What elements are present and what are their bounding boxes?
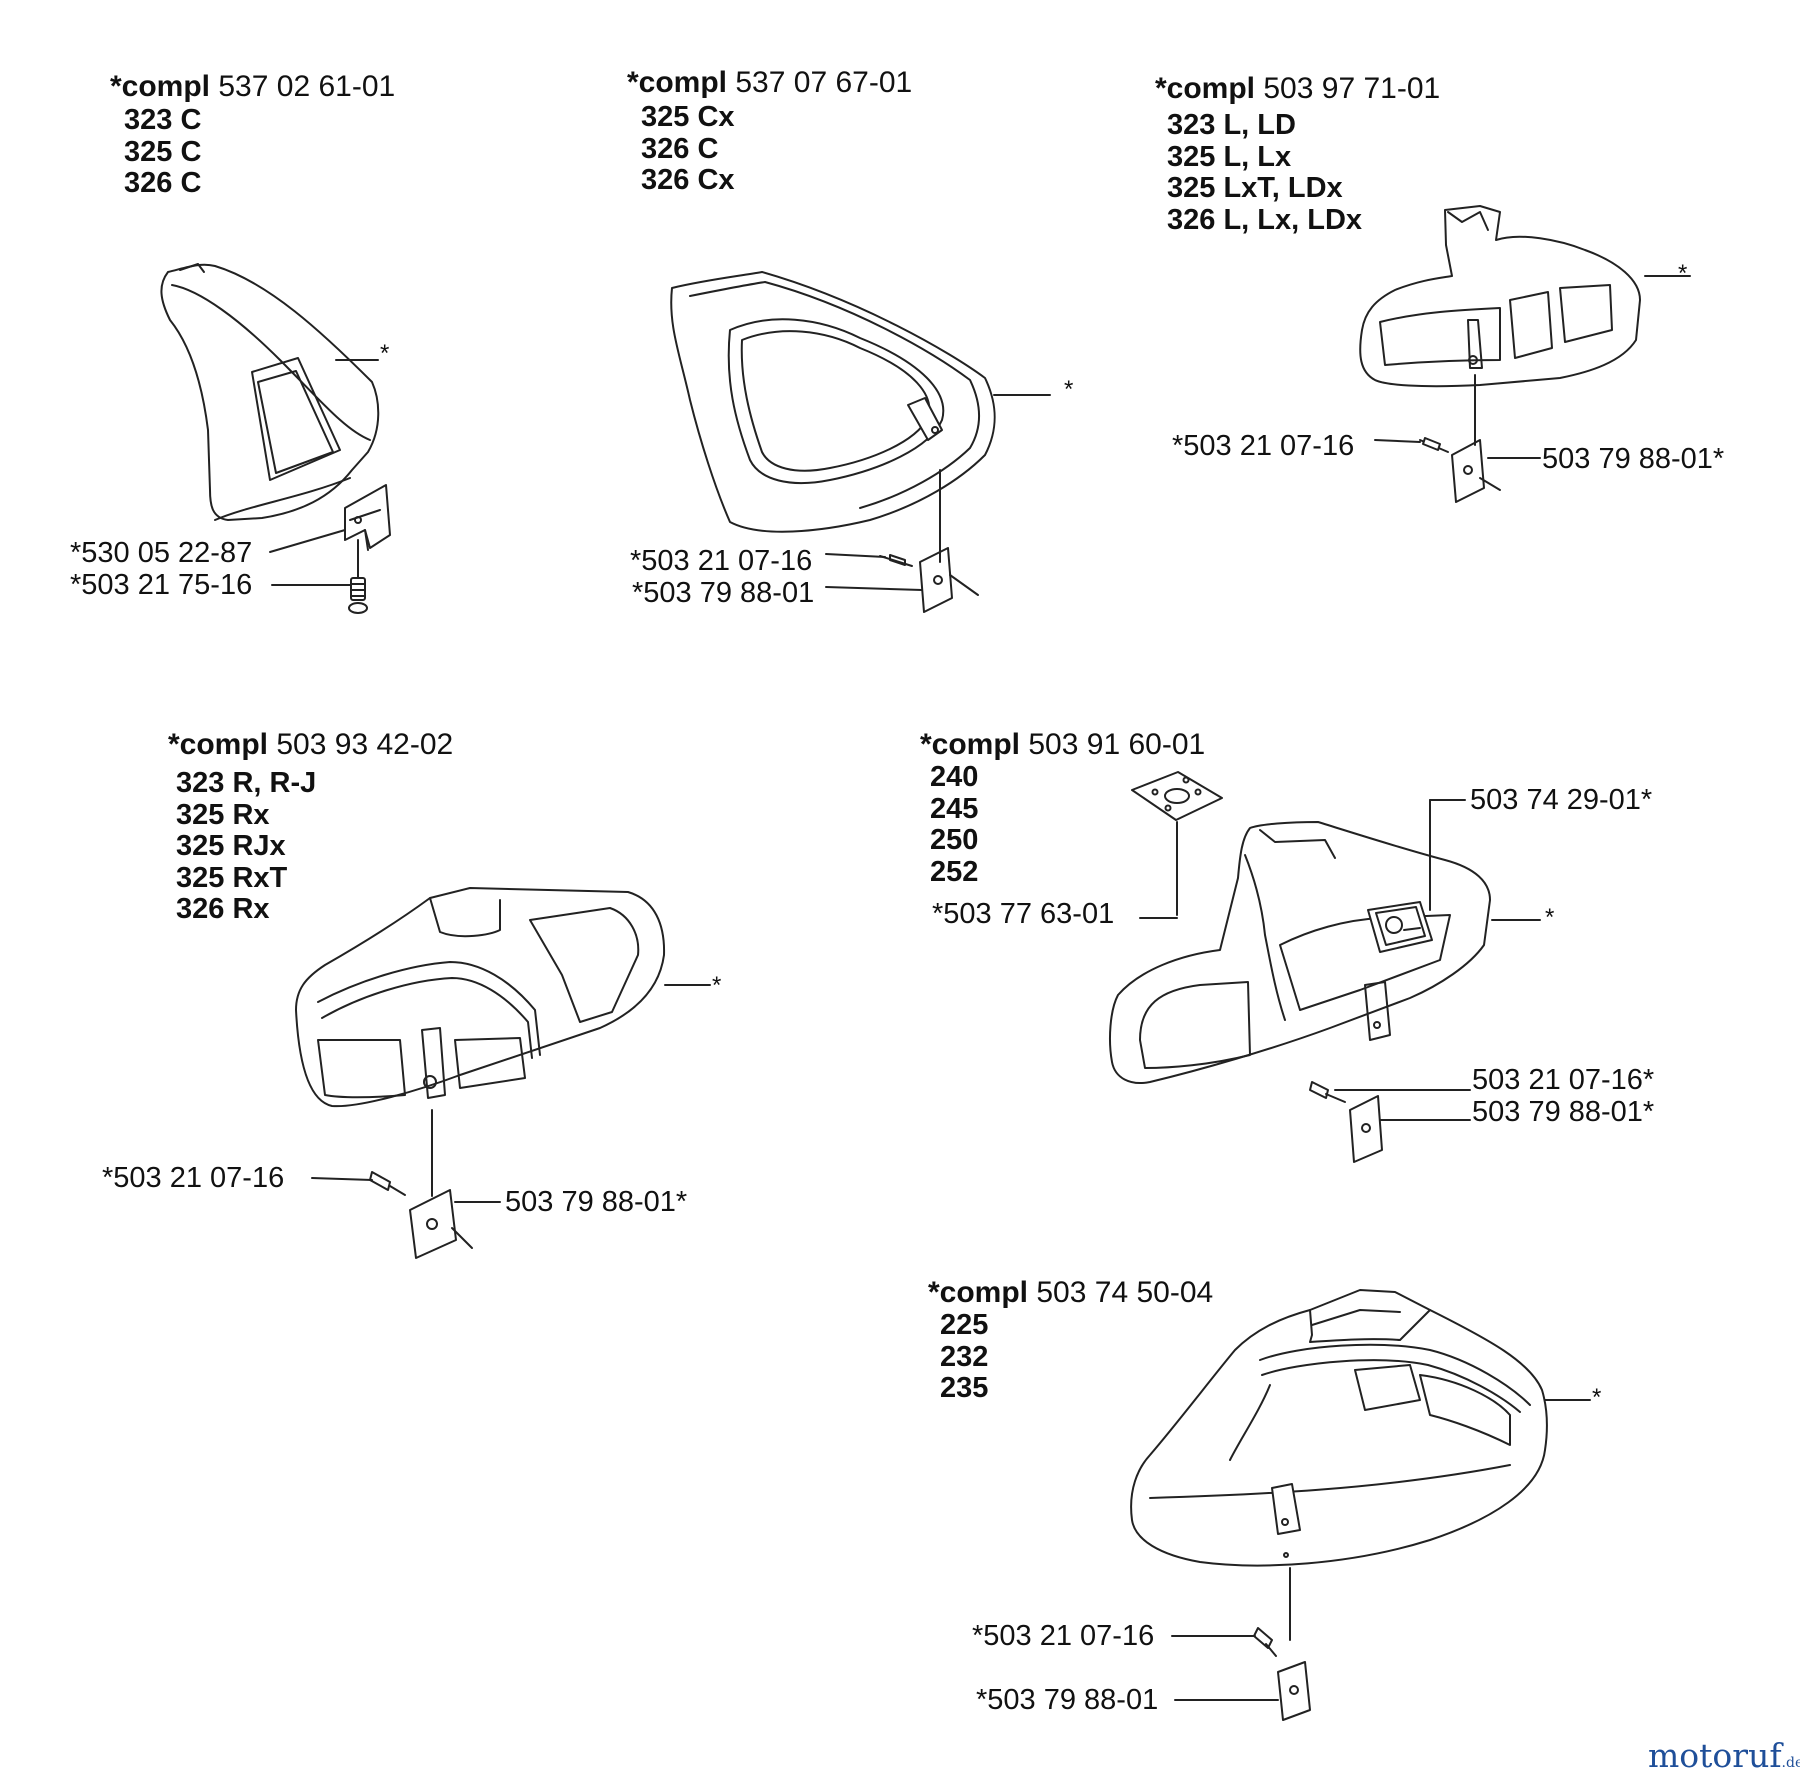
model-name: 250 — [930, 824, 979, 856]
assembly-asterisk: * — [712, 972, 722, 999]
compl-label: *compl — [920, 728, 1021, 761]
part-number-label: *503 77 63-01 — [932, 898, 1115, 930]
model-name: 323 R, R-J — [176, 767, 317, 799]
model-name: 325 LxT, LDx — [1167, 172, 1343, 204]
guard-6-drawing — [1130, 1289, 1591, 1721]
model-name: 325 Rx — [176, 798, 270, 831]
assembly-asterisk: * — [1592, 1384, 1602, 1411]
model-name: 323 L, LD — [1167, 109, 1296, 141]
compl-number: 503 93 42-02 — [276, 728, 454, 761]
model-name: 325 RxT — [176, 861, 288, 894]
model-name: 326 C — [124, 167, 202, 199]
group-4-compl-header: *compl 503 93 42-02 — [168, 728, 453, 762]
guard-4-drawing — [295, 887, 711, 1259]
assembly-asterisk: * — [1545, 904, 1555, 931]
part-number-label: *503 79 88-01 — [632, 577, 815, 609]
watermark-logo: motoruf.de — [1648, 1738, 1800, 1781]
model-name: 325 RJx — [176, 830, 286, 862]
model-name: 240 — [930, 761, 979, 793]
compl-label: *compl — [1155, 72, 1256, 105]
model-name: 235 — [940, 1372, 989, 1404]
watermark-text: motoruf — [1648, 1736, 1782, 1775]
part-number-label: 503 74 29-01* — [1470, 784, 1653, 816]
model-name: 325 Cx — [641, 101, 735, 133]
model-name: 252 — [930, 855, 979, 888]
part-number-label: 503 21 07-16* — [1472, 1064, 1655, 1096]
model-name: 326 C — [641, 132, 719, 165]
part-number-label: *503 21 07-16 — [972, 1620, 1155, 1652]
compl-number: 503 97 71-01 — [1263, 72, 1441, 105]
compl-label: *compl — [168, 728, 269, 761]
part-number-label: 503 79 88-01* — [1472, 1096, 1655, 1128]
group-3-compl-header: *compl 503 97 71-01 — [1155, 72, 1440, 106]
part-number-label: 503 79 88-01* — [505, 1186, 688, 1218]
group-5-compl-header: *compl 503 91 60-01 — [920, 728, 1205, 762]
part-number-label: *503 21 07-16 — [630, 545, 813, 577]
model-name: 325 C — [124, 135, 202, 168]
guard-3-drawing — [1359, 205, 1691, 503]
compl-label: *compl — [627, 66, 728, 99]
compl-number: 503 91 60-01 — [1028, 728, 1206, 761]
part-number-label: *503 21 07-16 — [102, 1162, 285, 1194]
part-number-label: *503 21 07-16 — [1172, 430, 1355, 462]
group-1-model-list: 323 C 325 C 326 C — [124, 104, 202, 200]
model-name: 225 — [940, 1309, 989, 1341]
model-name: 245 — [930, 792, 979, 825]
guard-1-drawing — [160, 263, 391, 614]
model-name: 326 Rx — [176, 893, 270, 925]
assembly-asterisk: * — [1064, 376, 1074, 403]
group-5-model-list: 240 245 250 252 — [930, 761, 979, 888]
part-number-label: *530 05 22-87 — [70, 537, 253, 569]
model-name: 326 Cx — [641, 164, 735, 196]
assembly-asterisk: * — [1678, 260, 1688, 287]
model-name: 232 — [940, 1340, 989, 1373]
group-2-compl-header: *compl 537 07 67-01 — [627, 66, 912, 100]
compl-label: *compl — [110, 70, 211, 103]
group-1-compl-header: *compl 537 02 61-01 — [110, 70, 395, 104]
group-6-compl-header: *compl 503 74 50-04 — [928, 1276, 1213, 1310]
compl-label: *compl — [928, 1276, 1029, 1309]
compl-number: 537 02 61-01 — [218, 70, 396, 103]
compl-number: 537 07 67-01 — [735, 66, 913, 99]
guard-5-drawing — [1109, 771, 1541, 1163]
guard-2-drawing — [670, 271, 1051, 613]
part-number-label: 503 79 88-01* — [1542, 443, 1725, 475]
group-2-model-list: 325 Cx 326 C 326 Cx — [641, 101, 735, 197]
group-6-model-list: 225 232 235 — [940, 1309, 989, 1405]
model-name: 325 L, Lx — [1167, 140, 1292, 173]
group-3-model-list: 323 L, LD 325 L, Lx 325 LxT, LDx 326 L, … — [1167, 109, 1363, 236]
part-number-label: *503 79 88-01 — [976, 1684, 1159, 1716]
part-number-label: *503 21 75-16 — [70, 569, 253, 601]
group-4-model-list: 323 R, R-J 325 Rx 325 RJx 325 RxT 326 Rx — [176, 767, 317, 926]
watermark-domain: .de — [1781, 1755, 1800, 1771]
model-name: 323 C — [124, 104, 202, 136]
assembly-asterisk: * — [380, 340, 390, 367]
compl-number: 503 74 50-04 — [1036, 1276, 1214, 1309]
model-name: 326 L, Lx, LDx — [1167, 203, 1363, 236]
